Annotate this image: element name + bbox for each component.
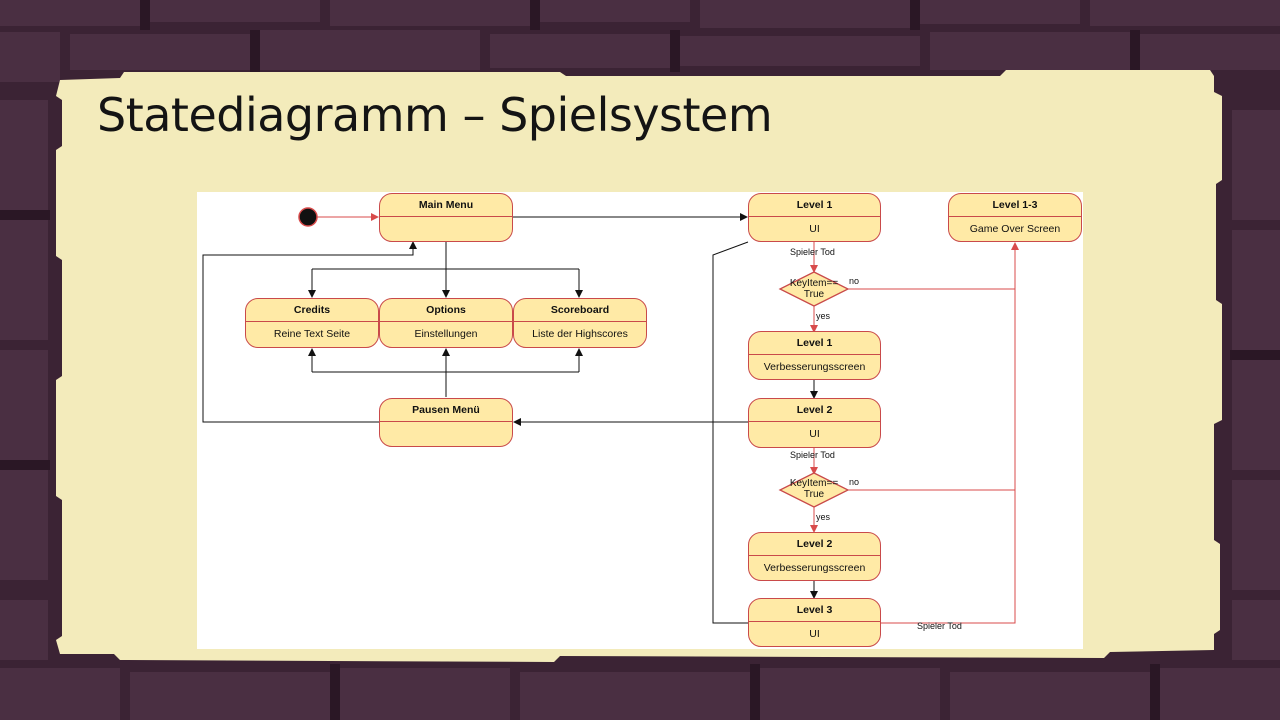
state-options: Options Einstellungen [379, 298, 513, 348]
state-pause-menu: Pausen Menü [379, 398, 513, 447]
state-level1-ui: Level 1 UI [748, 193, 881, 242]
state-level3-ui: Level 3 UI [748, 598, 881, 647]
edge-label-yes-2: yes [816, 512, 831, 522]
initial-node [298, 207, 318, 227]
state-level2-upgrade: Level 2 Verbesserungsscreen [748, 532, 881, 581]
edge-label-spieler-tod-1: Spieler Tod [790, 247, 835, 257]
edge-pause-to-main-menu [202, 241, 417, 423]
decision-diamond-1 [778, 271, 850, 307]
state-level2-ui: Level 2 UI [748, 398, 881, 448]
state-level1-upgrade: Level 1 Verbesserungsscreen [748, 331, 881, 380]
decision-1-label: KeyItem==True [789, 278, 839, 300]
edge-label-spieler-tod-2: Spieler Tod [790, 450, 835, 460]
edge-level-ui-to-pause-loop [712, 241, 749, 624]
state-game-over: Level 1-3 Game Over Screen [948, 193, 1082, 242]
slide-title: Statediagramm – Spielsystem [97, 88, 773, 142]
diagram-connectors [202, 207, 1019, 624]
state-credits: Credits Reine Text Seite [245, 298, 379, 348]
decision-2-label: KeyItem==True [789, 478, 839, 500]
edge-label-spieler-tod-3: Spieler Tod [917, 621, 962, 631]
edge-label-yes-1: yes [816, 311, 831, 321]
edge-label-no-1: no [849, 276, 860, 286]
state-scoreboard: Scoreboard Liste der Highscores [513, 298, 647, 348]
edge-label-no-2: no [849, 477, 860, 487]
edge-level3-death-to-game-over [881, 242, 1019, 624]
state-diagram: Main Menu Credits Reine Text Seite Optio… [197, 192, 1083, 649]
state-main-menu: Main Menu [379, 193, 513, 242]
decision-diamond-2 [778, 472, 850, 508]
